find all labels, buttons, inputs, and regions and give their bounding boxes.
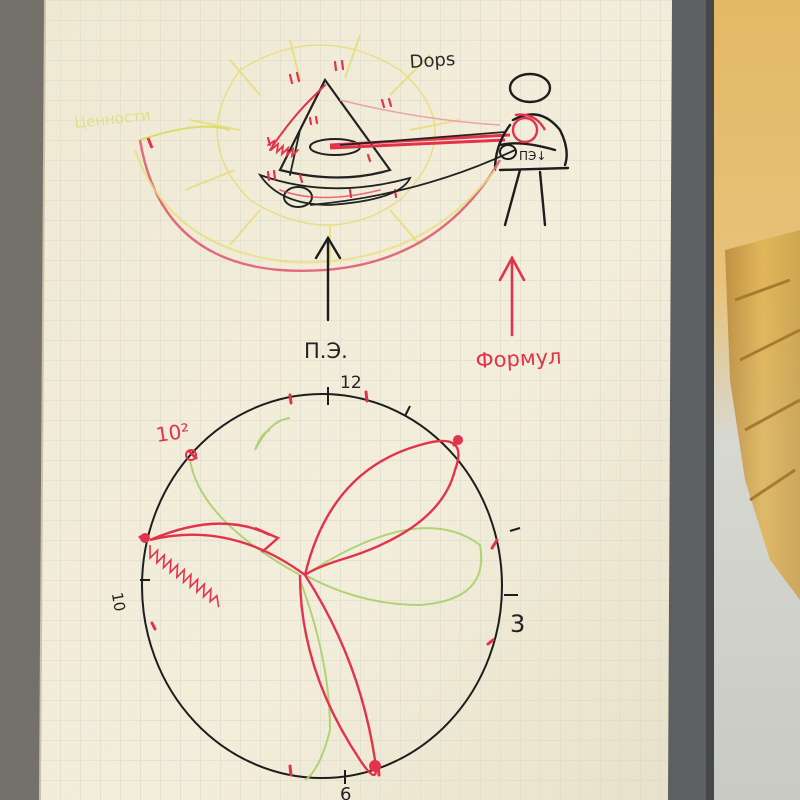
black-up-arrow — [314, 235, 342, 322]
paper-edge — [39, 0, 46, 800]
clock-12-label: 12 — [340, 373, 362, 393]
sun-word-arc — [139, 125, 231, 141]
sun-rays — [184, 34, 461, 265]
clock-3-label: 3 — [510, 610, 525, 638]
curtain-fold — [734, 278, 800, 502]
red-zigzag — [149, 544, 220, 608]
red-dot-bottom — [369, 760, 381, 772]
red-arc — [138, 139, 502, 272]
person-badge-ring — [499, 144, 517, 160]
dops-label: Dops — [409, 49, 456, 73]
na-label: П.Э. — [304, 339, 348, 363]
red-up-arrow — [498, 255, 526, 337]
pyramid-drawing — [257, 77, 412, 208]
time-mark-label: 10² — [154, 419, 190, 447]
board-frame-edge — [706, 0, 714, 800]
pyramid-tick-marks — [266, 59, 398, 199]
red-dot-top-right — [453, 435, 463, 445]
green-loops — [189, 417, 483, 781]
curtain — [725, 230, 800, 600]
yellow-arc — [134, 149, 496, 264]
red-sweep-arrow — [254, 526, 281, 553]
forces-label: Формул — [475, 345, 562, 373]
black-lines — [309, 131, 516, 206]
clock-circle — [141, 393, 503, 779]
clock-ticks-black — [140, 387, 521, 784]
person-badge-label: ПЭ↓ — [519, 149, 546, 163]
person-red-marks — [511, 113, 547, 144]
clock-6-label: 6 — [340, 784, 351, 800]
clock-9-label: 10 — [108, 591, 129, 613]
red-dot-left — [140, 533, 150, 543]
red-dot-upper-left — [185, 449, 197, 461]
